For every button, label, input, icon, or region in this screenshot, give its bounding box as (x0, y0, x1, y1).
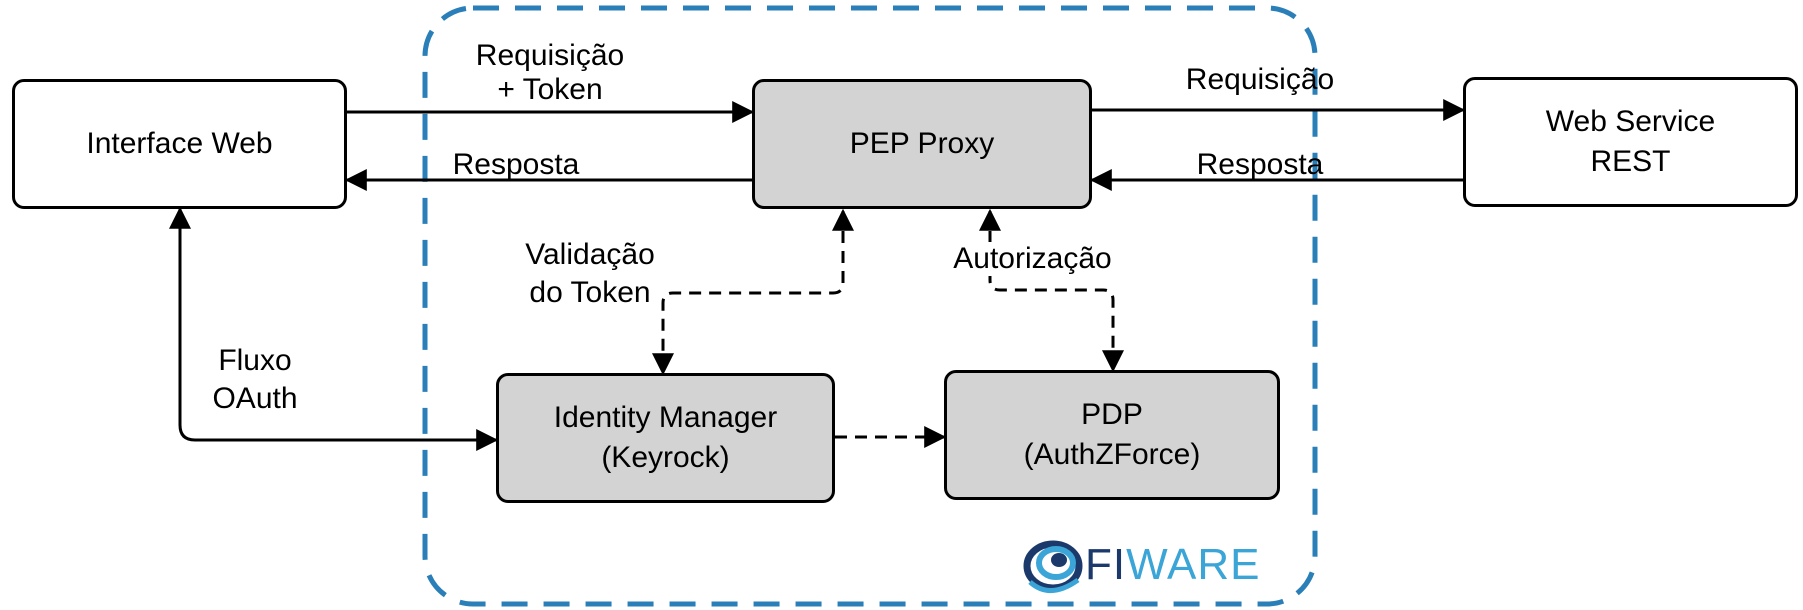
identity-manager-label-line2: (Keyrock) (601, 441, 730, 474)
label-response-left: Resposta (452, 148, 580, 181)
web-service-node: Web Service REST (1463, 77, 1798, 207)
label-oauth-flow-line2: OAuth (212, 382, 298, 415)
edge-token-validation (652, 208, 854, 376)
pep-proxy-label: PEP Proxy (849, 127, 995, 160)
pdp-label-line1: PDP (1081, 398, 1143, 431)
edge-authorization (979, 208, 1124, 373)
label-request-right: Requisição (1185, 63, 1335, 96)
label-authorization: Autorização (940, 242, 1125, 276)
pep-proxy-node: PEP Proxy (752, 79, 1092, 209)
label-token-validation-line2: do Token (529, 276, 651, 309)
pdp-node: PDP (AuthZForce) (944, 370, 1280, 500)
identity-manager-label-line1: Identity Manager (553, 401, 778, 434)
label-request-token-line2: + Token (497, 73, 603, 106)
web-service-label-line1: Web Service (1545, 105, 1716, 138)
identity-manager-node: Identity Manager (Keyrock) (496, 373, 835, 503)
interface-web-node: Interface Web (12, 79, 347, 209)
web-service-label-line2: REST (1590, 145, 1671, 178)
fiware-logo-ware: WARE (1126, 540, 1261, 589)
interface-web-label: Interface Web (86, 127, 273, 160)
fiware-logo-text: FIWARE (1085, 540, 1260, 590)
label-token-validation: Validação do Token (500, 236, 680, 312)
label-oauth-flow: Fluxo OAuth (200, 342, 310, 418)
label-request-token: Requisição + Token (455, 36, 645, 110)
label-response-right: Resposta (1196, 148, 1324, 181)
label-oauth-flow-line1: Fluxo (218, 344, 292, 377)
fiware-logo-fi: FI (1085, 540, 1127, 589)
fiware-logo-icon (1023, 540, 1083, 593)
pdp-label-line2: (AuthZForce) (1023, 438, 1201, 471)
edge-oauth-flow (169, 206, 499, 451)
label-request-token-line1: Requisição (475, 39, 625, 72)
label-token-validation-line1: Validação (525, 238, 655, 271)
